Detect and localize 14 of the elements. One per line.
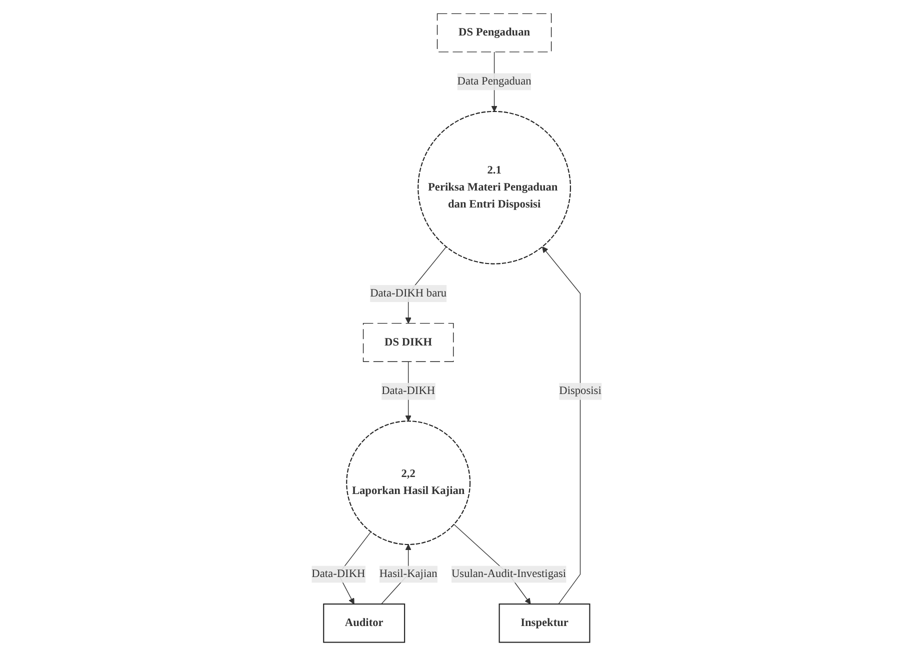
node-box: Auditor — [324, 604, 406, 643]
edge-label: Disposisi — [560, 384, 602, 398]
node-box: DS Pengaduan — [437, 13, 552, 52]
edge-label: Data-DIKH — [312, 568, 366, 580]
node-box: Inspektur — [499, 604, 591, 643]
node-circle: 2,2 Laporkan Hasil Kajian — [346, 420, 472, 546]
edge-label: Usulan-Audit-Investigasi — [452, 568, 567, 580]
node-circle: 2.1 Periksa Materi Pengaduan dan Entri Disposisi — [418, 110, 572, 264]
edge-label: Data-DIKH — [382, 384, 436, 398]
edge-label: Hasil-Kajian — [380, 568, 438, 580]
edge-label: Data-DIKH baru — [370, 287, 448, 300]
arrow — [542, 246, 582, 604]
edge-label: Data Pengaduan — [458, 75, 532, 88]
node-box: DS DIKH — [363, 322, 454, 362]
